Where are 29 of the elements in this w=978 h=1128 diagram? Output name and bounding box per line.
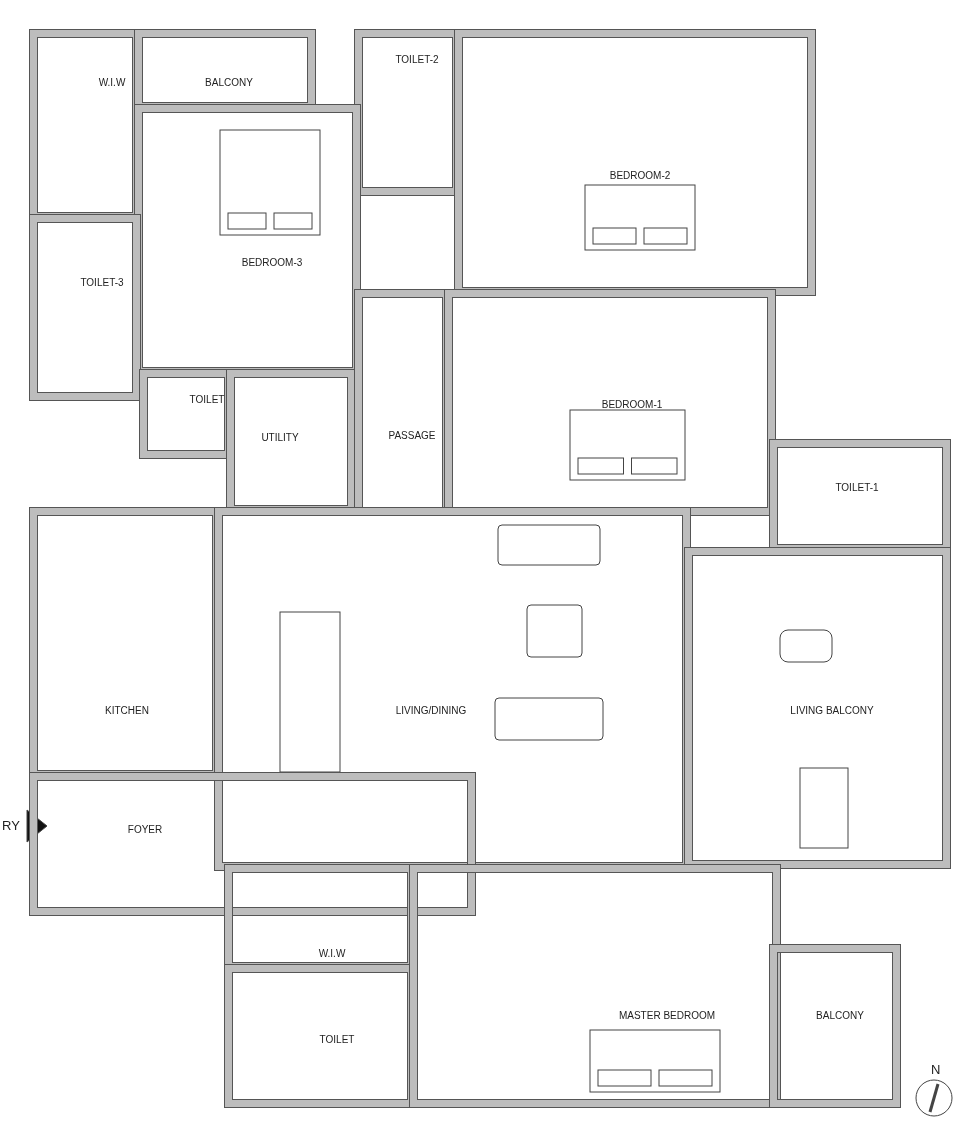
room-label: BALCONY — [816, 1009, 864, 1021]
entry-label: RY — [2, 818, 20, 833]
room-label: W.I.W — [98, 76, 126, 88]
room — [215, 508, 690, 870]
room-label: BEDROOM-2 — [609, 169, 671, 181]
room — [30, 773, 475, 915]
room — [410, 865, 780, 1107]
room-label: TOILET-3 — [80, 276, 124, 288]
room — [455, 30, 815, 295]
room-label: KITCHEN — [105, 704, 149, 716]
room-label: FOYER — [127, 823, 163, 835]
room — [445, 290, 775, 515]
room-label: BEDROOM-1 — [601, 398, 663, 410]
room-label: LIVING/DINING — [395, 704, 467, 716]
room — [30, 215, 140, 400]
room-label: TOILET-2 — [395, 53, 439, 65]
room-label: TOILET — [189, 393, 225, 405]
room — [770, 945, 900, 1107]
room-label: BEDROOM-3 — [241, 256, 303, 268]
room-label: BALCONY — [205, 76, 253, 88]
room-label: TOILET — [319, 1033, 355, 1045]
room-label: LIVING BALCONY — [790, 704, 874, 716]
room-label: TOILET-1 — [835, 481, 879, 493]
room — [685, 548, 950, 868]
room-label: PASSAGE — [388, 429, 436, 441]
room-label: MASTER BEDROOM — [618, 1009, 716, 1021]
room-label: UTILITY — [261, 431, 299, 443]
room-label: W.I.W — [318, 947, 346, 959]
north-label: N — [931, 1062, 941, 1077]
